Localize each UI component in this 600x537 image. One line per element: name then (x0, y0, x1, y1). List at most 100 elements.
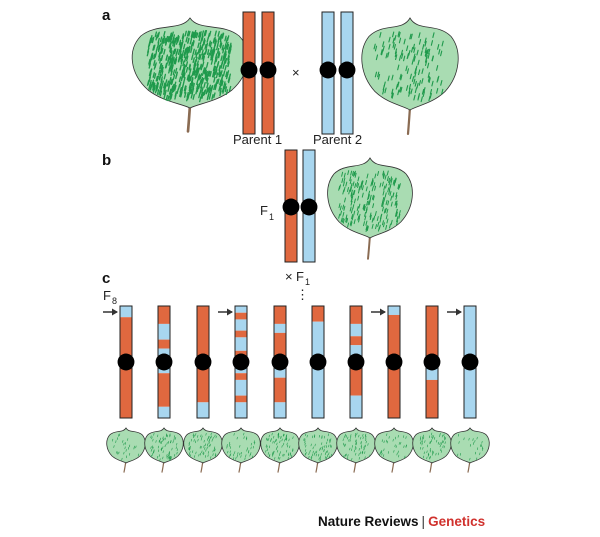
chromosome-parent-2-right (338, 11, 356, 135)
leaf-parent-2 (361, 17, 459, 136)
panel-a-letter: a (102, 7, 111, 24)
centromere (240, 61, 258, 79)
leaf-blade (361, 17, 459, 111)
centromere (282, 198, 300, 216)
marker-arrowhead-8 (380, 308, 386, 316)
chromosome-segment-parent2 (350, 323, 362, 337)
leaf-blade (106, 427, 146, 464)
centromere (309, 353, 327, 371)
chromosome-segment-parent1 (350, 306, 362, 324)
leaf-f8-line-1 (106, 427, 146, 473)
chromosome-segment-parent2 (158, 323, 170, 340)
chromosome-segment-parent1 (274, 306, 286, 324)
chromosome-segment-parent2 (158, 406, 170, 418)
cross-symbol: × (292, 65, 300, 80)
leaf-hair-marks (457, 433, 484, 461)
cross-f1-subscript: 1 (305, 277, 310, 287)
chromosome-f8-line-4 (232, 305, 250, 419)
centromere (259, 61, 277, 79)
leaf-f8-line-5 (260, 427, 300, 473)
chromosome-segment-parent2 (235, 337, 247, 351)
leaf-hair-marks (188, 432, 217, 459)
leaf-blade (144, 427, 184, 464)
panel-c-letter: c (102, 270, 110, 287)
leaf-blade (336, 427, 376, 464)
chromosome-f8-line-5 (271, 305, 289, 419)
leaf-f1 (327, 157, 413, 260)
leaf-blade (374, 427, 414, 464)
leaf-blade (260, 427, 300, 464)
centromere (423, 353, 441, 371)
centromere (117, 353, 135, 371)
leaf-parent-1 (131, 17, 249, 133)
chromosome-segment-parent2 (120, 306, 132, 318)
chromosome-segment-parent1 (426, 306, 438, 367)
leaf-blade (221, 427, 261, 464)
centromere (385, 353, 403, 371)
cross-f1-letter: F (296, 269, 304, 284)
centromere (271, 353, 289, 371)
leaf-f8-line-3 (183, 427, 223, 473)
chromosome-segment-parent2 (197, 402, 209, 418)
chromosome-f8-line-7 (347, 305, 365, 419)
marker-arrowhead-1 (112, 308, 118, 316)
leaf-blade (298, 427, 338, 464)
centromere (232, 353, 250, 371)
chromosome-parent-1-right (259, 11, 277, 135)
centromere (461, 353, 479, 371)
journal-credit: Nature Reviews|Genetics (318, 514, 485, 529)
leaf-f8-line-6 (298, 427, 338, 473)
leaf-f8-line-10 (450, 427, 490, 473)
chromosome-parent-1-left (240, 11, 258, 135)
chromosome-segment-parent1 (235, 312, 247, 320)
leaf-hair-marks (265, 432, 294, 460)
f8-label-letter: F (103, 288, 111, 303)
leaf-hair-marks (338, 170, 401, 232)
chromosome-parent-2-left (319, 11, 337, 135)
leaf-hair-marks (146, 29, 232, 103)
leaf-hair-marks (342, 432, 371, 461)
f1-label-letter: F (260, 203, 268, 218)
parent-2-label: Parent 2 (313, 132, 362, 147)
leaf-f8-line-8 (374, 427, 414, 473)
centromere (194, 353, 212, 371)
chromosome-segment-parent1 (426, 379, 438, 418)
chromosome-segment-parent2 (235, 306, 247, 313)
chromosome-segment-parent2 (274, 323, 286, 333)
journal-section: Genetics (428, 514, 486, 529)
leaf-blade (412, 427, 452, 464)
chromosome-f8-line-3 (194, 305, 212, 419)
leaf-hair-marks (226, 432, 256, 460)
chromosome-segment-parent1 (274, 377, 286, 403)
chromosome-f8-line-9 (423, 305, 441, 419)
credit-separator: | (421, 514, 426, 529)
cross-f1-symbol: × (285, 269, 293, 284)
chromosome-segment-parent1 (350, 336, 362, 346)
chromosome-segment-parent1 (235, 373, 247, 380)
chromosome-f1-parent-2 (300, 149, 318, 263)
leaf-hair-marks (419, 432, 446, 460)
centromere (338, 61, 356, 79)
panel-c (103, 305, 490, 473)
chromosome-f1-parent-1 (282, 149, 300, 263)
leaf-f8-line-9 (412, 427, 452, 473)
centromere (300, 198, 318, 216)
marker-arrowhead-4 (227, 308, 233, 316)
chromosome-segment-parent1 (158, 373, 170, 407)
panel-b (282, 149, 413, 263)
leaf-blade (450, 427, 490, 464)
chromosome-segment-parent2 (274, 402, 286, 418)
chromosome-segment-parent2 (350, 395, 362, 418)
f1-label-subscript: 1 (269, 212, 274, 222)
f8-label-subscript: 8 (112, 296, 117, 306)
leaf-f8-line-2 (144, 427, 184, 473)
chromosome-segment-parent1 (274, 332, 286, 360)
leaf-stem (406, 105, 412, 136)
journal-name: Nature Reviews (318, 514, 419, 529)
chromosome-segment-parent2 (388, 306, 400, 315)
leaf-hair-marks (373, 31, 444, 103)
leaf-f8-line-4 (221, 427, 261, 473)
chromosome-segment-parent2 (235, 319, 247, 331)
chromosome-f8-line-1 (117, 305, 135, 419)
